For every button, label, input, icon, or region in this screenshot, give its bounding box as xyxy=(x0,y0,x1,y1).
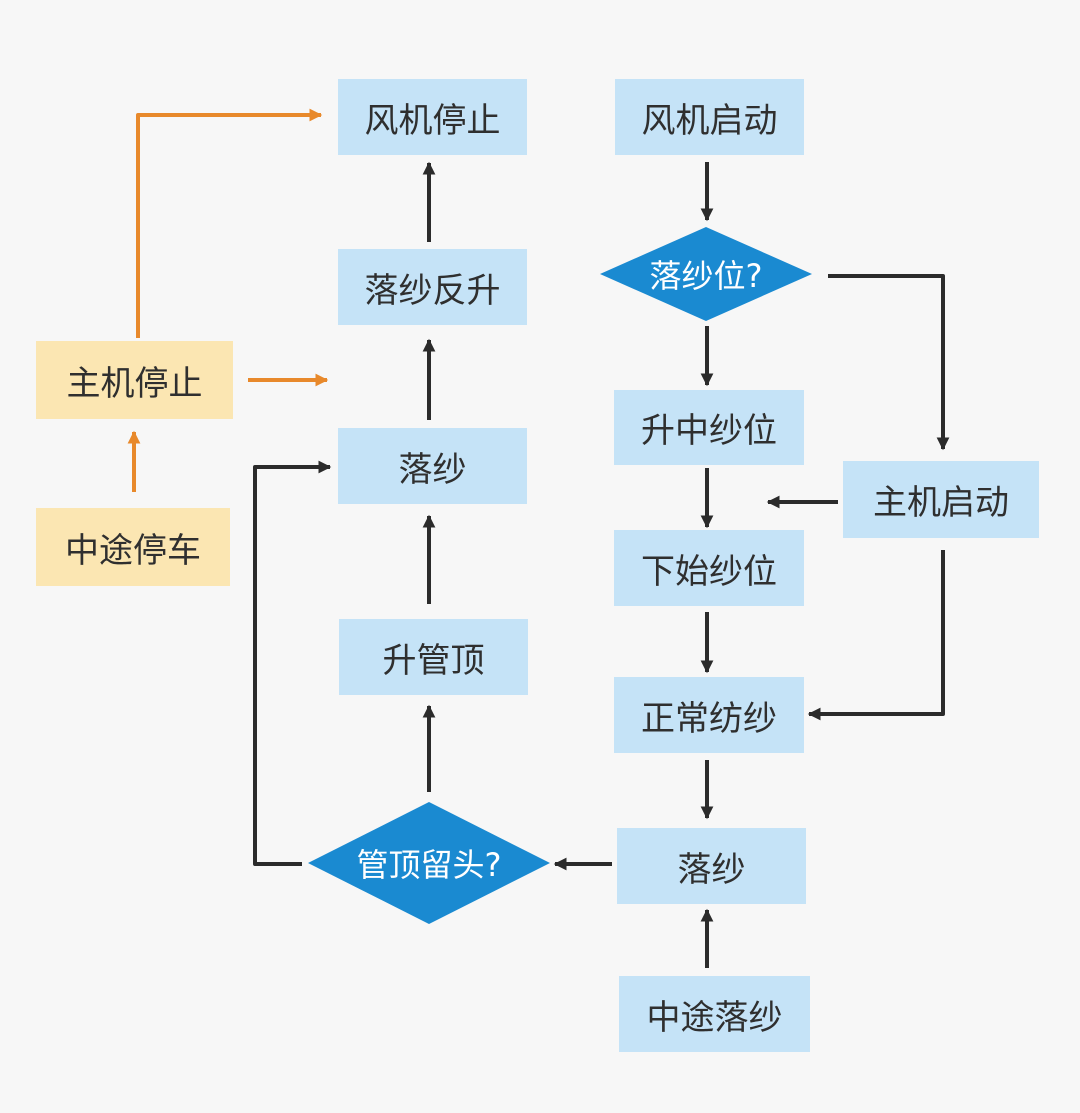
node-main-machine-start: 主机启动 xyxy=(843,461,1039,538)
node-normal-spinning: 正常纺纱 xyxy=(614,677,804,753)
node-doffing-reverse-rise: 落纱反升 xyxy=(338,249,527,325)
arrow-main-stop-to-fan-stop xyxy=(136,108,323,338)
decision-label-tube-top-tail: 管顶留头? xyxy=(356,846,502,884)
arrow-tube-top-decision-loop-to-doffing xyxy=(253,460,332,866)
decision-diamond-doffing-position xyxy=(600,227,812,321)
arrow-main-start-to-normal-spinning xyxy=(807,550,945,721)
decision-diamond-tube-top-tail xyxy=(308,802,550,924)
node-fan-stop: 风机停止 xyxy=(338,79,527,155)
node-doffing-left: 落纱 xyxy=(338,428,527,504)
node-doffing-right: 落纱 xyxy=(617,828,806,904)
node-main-machine-stop: 主机停止 xyxy=(36,341,233,419)
decision-label-doffing-position: 落纱位? xyxy=(649,257,763,295)
arrow-doffing-position-to-main-start xyxy=(828,274,950,451)
node-fan-start: 风机启动 xyxy=(615,79,804,155)
node-lower-start-yarn-position: 下始纱位 xyxy=(614,530,804,606)
node-rise-mid-yarn-position: 升中纱位 xyxy=(614,390,804,465)
node-midway-stop: 中途停车 xyxy=(36,508,230,586)
node-midway-doffing: 中途落纱 xyxy=(619,976,810,1052)
node-rise-tube-top: 升管顶 xyxy=(339,619,528,695)
